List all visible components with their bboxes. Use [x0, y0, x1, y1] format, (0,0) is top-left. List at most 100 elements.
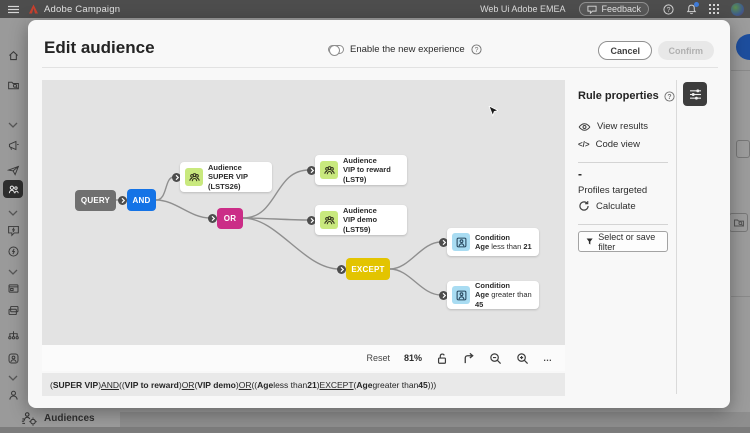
- view-results-label: View results: [597, 121, 649, 132]
- chevron-down-icon[interactable]: [3, 204, 23, 222]
- except-node[interactable]: EXCEPT: [346, 258, 390, 280]
- card-title: Audience: [343, 155, 377, 165]
- chevron-down-icon[interactable]: [3, 263, 23, 281]
- canvas-toolbar: Reset 81% …: [42, 345, 565, 371]
- folder-search-button-partial[interactable]: [729, 213, 748, 232]
- new-experience-toggle[interactable]: [328, 45, 344, 56]
- audiences-page-icon: [21, 411, 37, 426]
- code-view-button[interactable]: </> Code view: [578, 139, 640, 150]
- turn-arrow-icon[interactable]: [462, 352, 475, 365]
- rule-formula-bar: (SUPER VIP) AND ((VIP to reward) OR (VIP…: [42, 373, 565, 396]
- cancel-button[interactable]: Cancel: [598, 41, 652, 60]
- more-options-button[interactable]: …: [543, 353, 553, 363]
- condition-person-icon: [452, 233, 470, 251]
- chevron-right-connector: [307, 165, 316, 175]
- modal-title: Edit audience: [44, 38, 155, 57]
- card-subtitle: VIP to reward (LST9): [343, 165, 391, 184]
- background-page-title: Audiences: [44, 413, 95, 424]
- feedback-icon: [587, 5, 598, 14]
- notification-dot: [694, 1, 699, 7]
- chevron-right-connector: [307, 215, 316, 225]
- profiles-count-value: -: [578, 167, 582, 181]
- chevron-right-connector: [337, 264, 346, 274]
- badge-icon[interactable]: [3, 349, 23, 367]
- background-button-partial: [736, 140, 750, 158]
- folder-search-icon[interactable]: [3, 76, 23, 94]
- avatar[interactable]: [731, 2, 744, 16]
- and-node[interactable]: AND: [127, 189, 156, 211]
- person-icon[interactable]: [3, 386, 23, 404]
- toggle-label: Enable the new experience: [350, 44, 465, 55]
- calculate-button[interactable]: Calculate: [578, 200, 636, 212]
- chevron-right-connector: [439, 290, 448, 300]
- view-results-button[interactable]: View results: [578, 121, 648, 132]
- chevron-down-icon[interactable]: [3, 369, 23, 387]
- chevron-right-connector: [439, 237, 448, 247]
- help-icon[interactable]: ?: [663, 3, 674, 15]
- env-label: Web Ui Adobe EMEA: [480, 4, 566, 14]
- unlock-icon[interactable]: [436, 352, 448, 365]
- rule-panel-title: Rule properties ?: [578, 90, 675, 102]
- info-icon[interactable]: ?: [664, 90, 675, 102]
- megaphone-icon[interactable]: [3, 136, 23, 154]
- panel-divider: [578, 224, 668, 225]
- select-or-save-filter-button[interactable]: Select or save filter: [578, 231, 668, 252]
- background-divider: [731, 296, 750, 297]
- eye-icon: [578, 122, 591, 131]
- svg-text:?: ?: [667, 93, 671, 100]
- chevron-right-connector: [118, 195, 127, 205]
- condition-person-icon: [452, 286, 470, 304]
- feedback-button[interactable]: Feedback: [579, 2, 649, 16]
- home-icon[interactable]: [3, 46, 23, 64]
- code-view-label: Code view: [595, 139, 640, 150]
- mouse-cursor: [488, 106, 498, 117]
- stacked-cards-icon[interactable]: [3, 301, 23, 319]
- lightning-circle-icon[interactable]: [3, 242, 23, 260]
- query-node[interactable]: QUERY: [75, 190, 116, 211]
- card-title: Audience: [343, 205, 377, 215]
- settings-sliders-icon: [689, 88, 701, 100]
- zoom-out-icon[interactable]: [489, 352, 502, 365]
- create-fab-partial[interactable]: [736, 34, 750, 60]
- rule-panel-title-text: Rule properties: [578, 90, 659, 102]
- confirm-button[interactable]: Confirm: [657, 41, 714, 60]
- settings-sliders-button[interactable]: [683, 82, 707, 106]
- card-title: Condition: [475, 232, 510, 242]
- header-divider: [42, 67, 718, 68]
- apps-grid-icon[interactable]: [709, 4, 719, 14]
- bell-icon[interactable]: [686, 1, 699, 15]
- send-icon[interactable]: [3, 161, 23, 179]
- card-title: Audience: [208, 162, 242, 172]
- info-icon[interactable]: ?: [471, 44, 482, 55]
- reset-button[interactable]: Reset: [366, 353, 390, 363]
- or-node[interactable]: OR: [217, 208, 243, 229]
- zoom-in-icon[interactable]: [516, 352, 529, 365]
- chat-lightning-icon[interactable]: [3, 221, 23, 239]
- panel-vertical-divider: [676, 80, 677, 394]
- card-subtitle: Age greater than 45: [475, 290, 532, 309]
- people-icon-selected[interactable]: [3, 180, 23, 198]
- svg-text:?: ?: [667, 6, 671, 13]
- chevron-down-icon[interactable]: [3, 116, 23, 134]
- app-title: Adobe Campaign: [44, 3, 121, 15]
- card-subtitle: SUPER VIP (LSTS26): [208, 172, 248, 191]
- edges-layer: [116, 169, 442, 296]
- chevron-right-connector: [172, 172, 181, 182]
- org-chart-icon[interactable]: [3, 325, 23, 343]
- audience-people-icon: [185, 168, 203, 186]
- audience-people-icon: [320, 161, 338, 179]
- card-title: Condition: [475, 280, 510, 290]
- chevron-right-connector: [208, 214, 217, 223]
- filter-funnel-icon: [586, 238, 593, 245]
- card-subtitle: Age less than 21: [475, 242, 532, 251]
- card-browser-icon[interactable]: [3, 279, 23, 297]
- hamburger-icon[interactable]: [8, 5, 19, 14]
- adobe-logo: [28, 4, 39, 14]
- svg-text:?: ?: [474, 47, 478, 54]
